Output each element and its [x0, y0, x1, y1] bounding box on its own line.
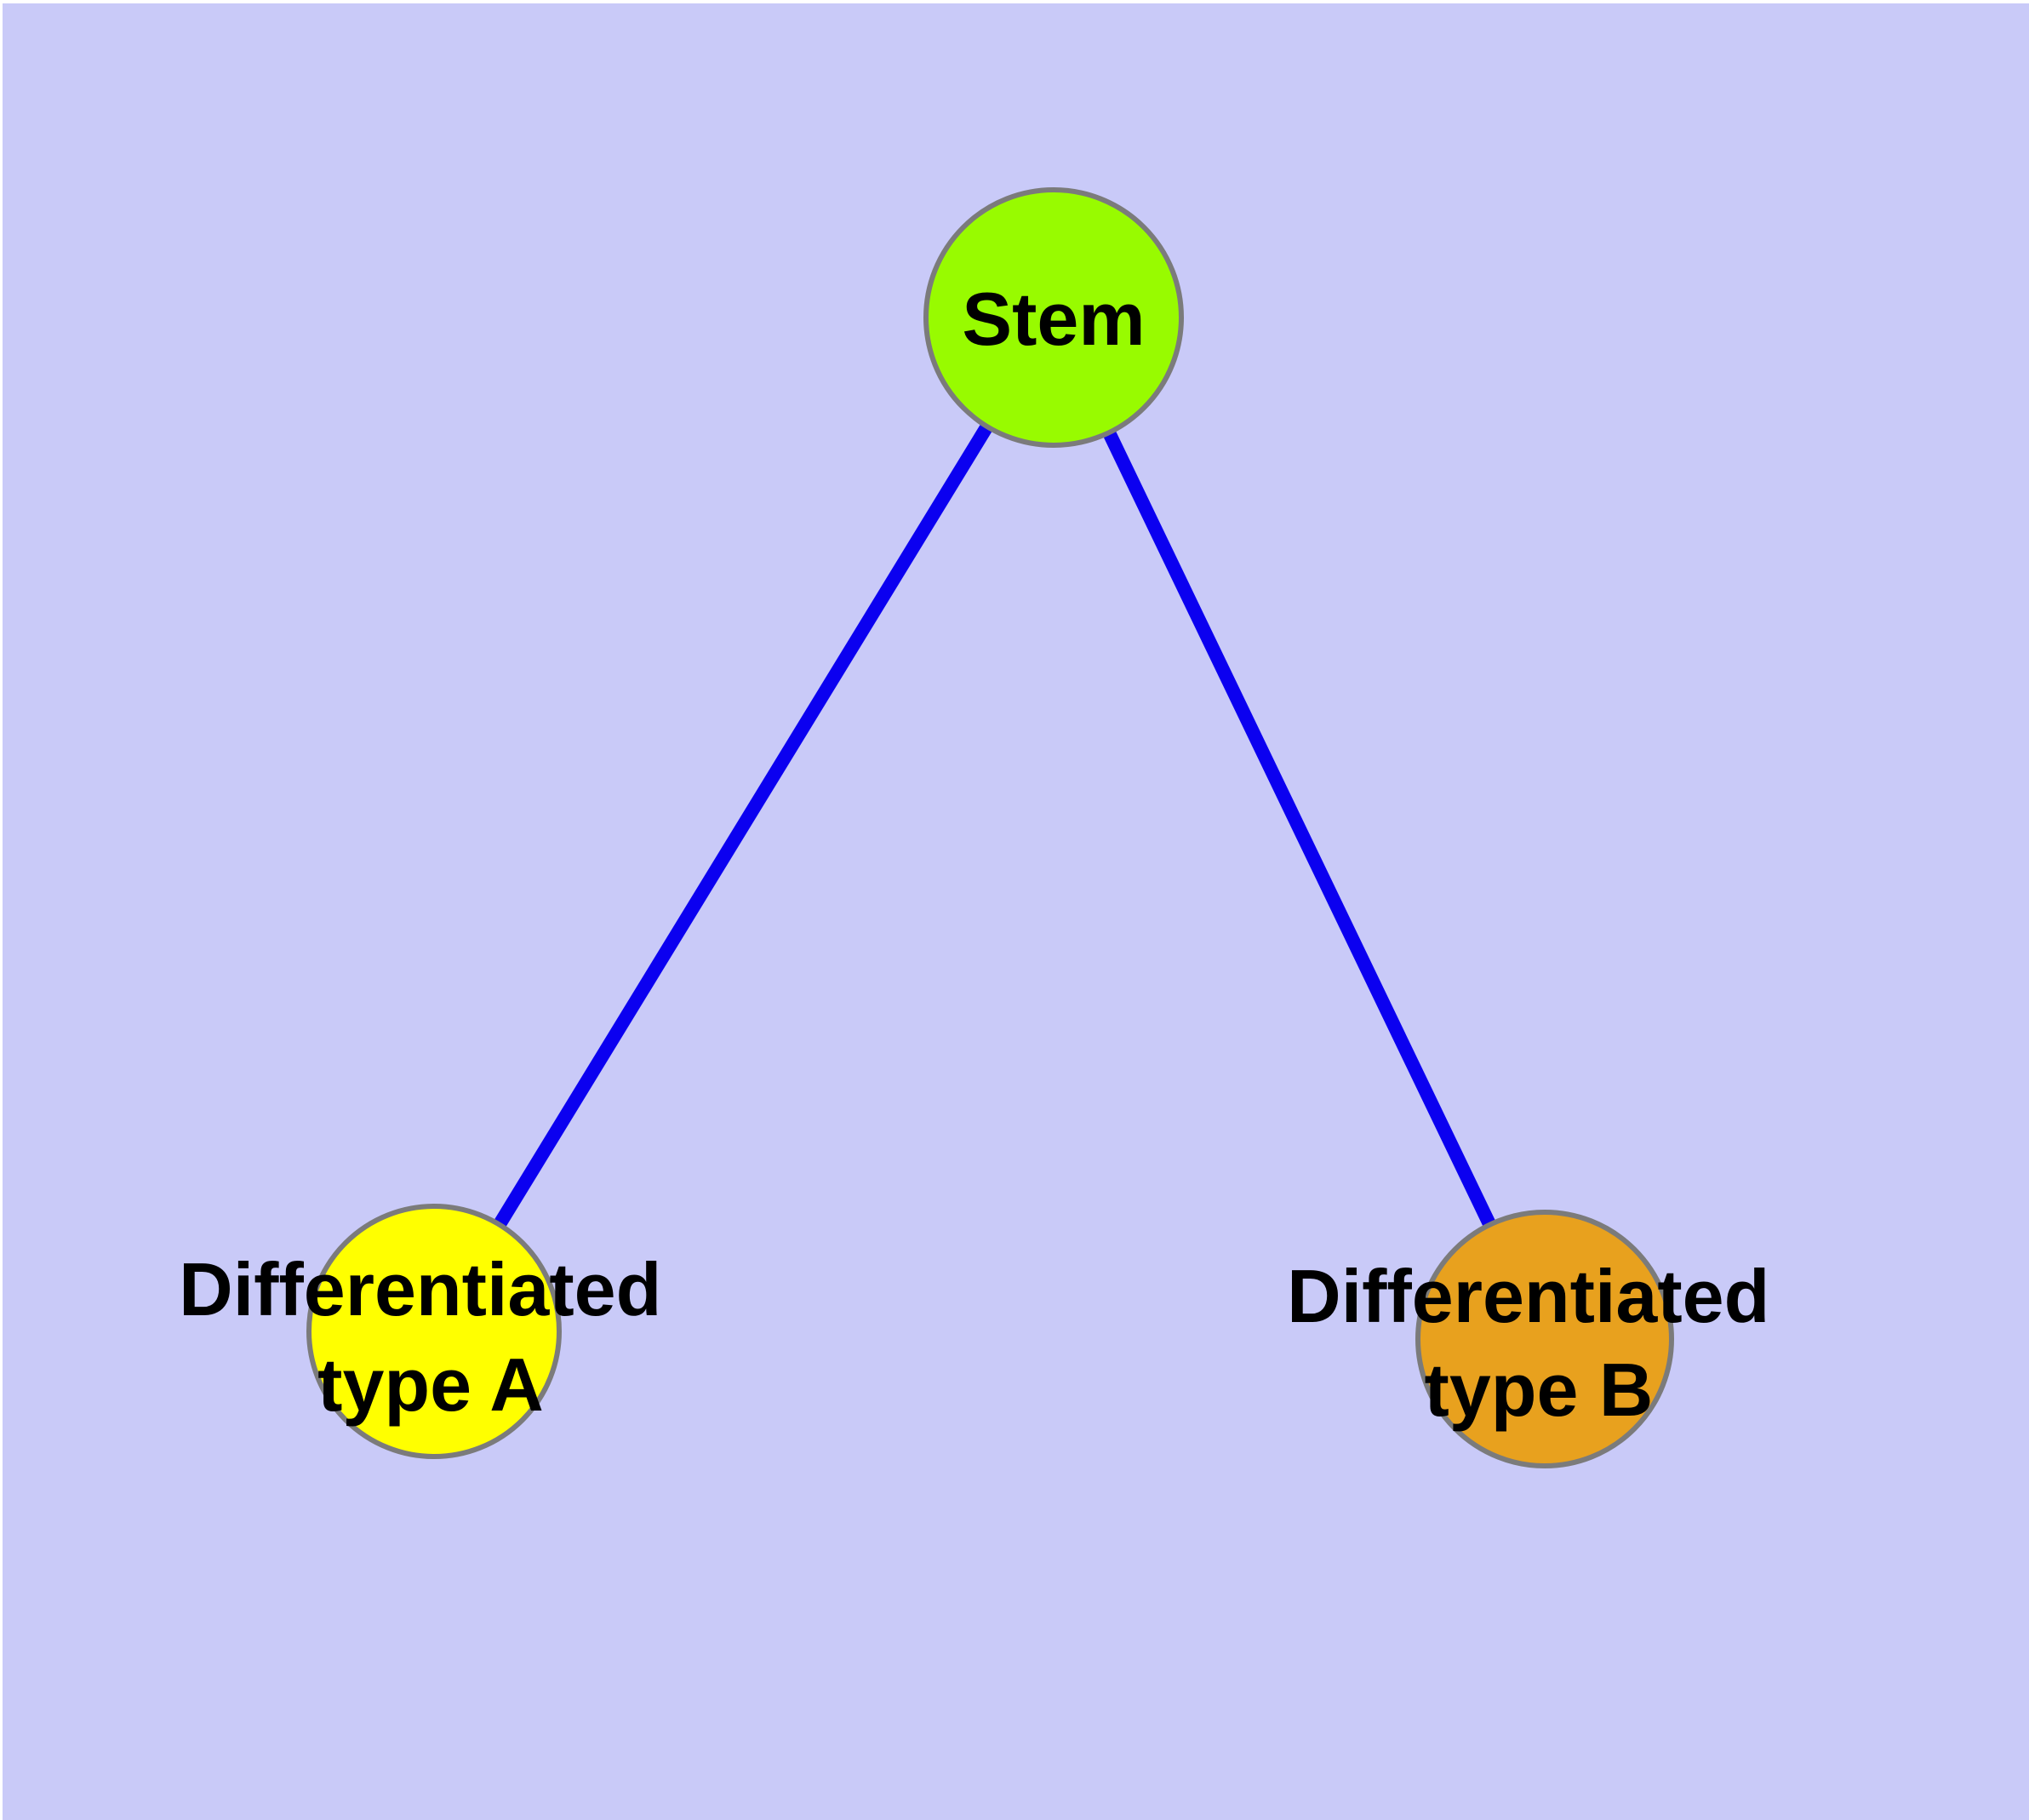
- edge-stem-to-type-a: [428, 313, 1060, 1336]
- node-stem: [923, 187, 1184, 448]
- node-type-b-label: Differentiated type B: [1287, 1254, 1791, 1432]
- node-stem-label: Stem: [962, 277, 1145, 361]
- node-type-b-label-line2: type B: [1425, 1348, 1654, 1432]
- node-differentiated-type-b: [1415, 1210, 1674, 1468]
- node-type-a-label-line1: Differentiated: [179, 1247, 661, 1331]
- edge-stem-to-type-b: [1047, 314, 1552, 1342]
- node-type-a-label-line2: type A: [317, 1342, 544, 1427]
- node-type-a-label: Differentiated type A: [179, 1247, 683, 1427]
- node-differentiated-type-a: [306, 1204, 562, 1459]
- node-type-b-label-line1: Differentiated: [1287, 1254, 1769, 1338]
